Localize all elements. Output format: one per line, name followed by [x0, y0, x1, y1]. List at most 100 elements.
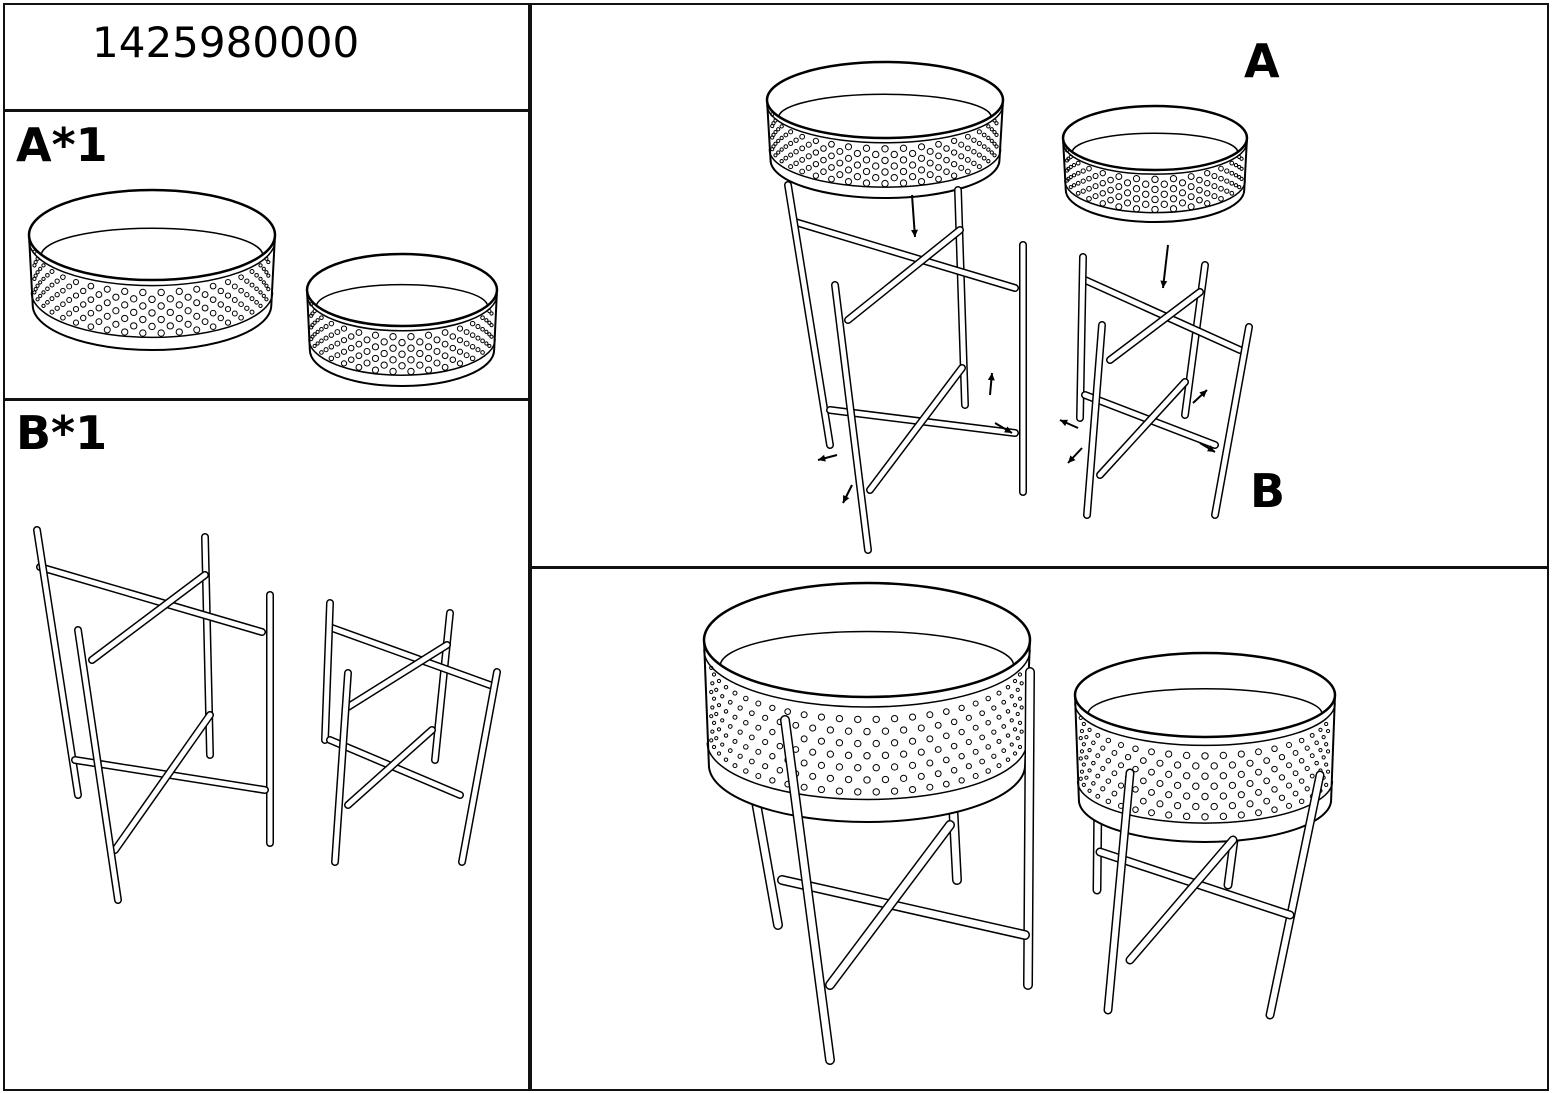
basket-hole — [985, 744, 991, 750]
basket-hole — [424, 354, 433, 363]
basket-hole — [489, 322, 494, 328]
basket-hole — [80, 314, 87, 322]
basket-hole — [826, 774, 835, 782]
basket-hole — [942, 756, 950, 764]
basket-hole — [1079, 769, 1085, 774]
small-stand — [321, 599, 501, 866]
basket-hole — [175, 314, 183, 323]
basket-hole — [934, 746, 942, 753]
basket-hole — [844, 727, 853, 735]
basket-hole — [175, 301, 183, 309]
basket-hole — [1219, 812, 1228, 821]
basket-hole — [942, 780, 950, 788]
basket-hole — [456, 337, 464, 344]
basket-hole — [264, 297, 269, 302]
basket-hole — [449, 333, 457, 340]
basket-hole — [1068, 185, 1073, 190]
basket-hole — [1201, 752, 1209, 760]
basket-hole — [166, 308, 174, 317]
basket-hole — [755, 773, 762, 779]
basket-hole — [328, 344, 335, 350]
basket-hole — [1009, 742, 1014, 747]
basket-hole — [224, 319, 232, 326]
basket-hole — [258, 303, 263, 309]
basket-hole — [315, 341, 320, 346]
basket-hole — [249, 282, 255, 288]
basket-hole — [166, 295, 174, 303]
basket-hole — [1019, 729, 1024, 734]
basket-hole — [1210, 802, 1218, 811]
basket-hole — [433, 347, 441, 355]
basket-hole — [1005, 709, 1011, 714]
basket-hole — [328, 320, 335, 327]
basket-hole — [743, 719, 749, 726]
basket-hole — [1012, 727, 1018, 732]
basket-hole — [49, 296, 55, 302]
basket-hole — [828, 175, 835, 183]
basket-hole — [148, 322, 156, 331]
basket-hole — [776, 138, 781, 143]
basket-hole — [950, 742, 958, 750]
basket-hole — [121, 287, 129, 296]
basket-hole — [991, 753, 997, 759]
basket-hole — [809, 724, 817, 732]
basket-hole — [1318, 727, 1323, 732]
basket-hole — [965, 714, 972, 721]
basket-hole — [209, 309, 217, 317]
basket-hole — [1071, 163, 1077, 168]
part-b-label: B*1 — [16, 406, 108, 460]
basket-hole — [371, 343, 380, 351]
basket-hole — [355, 352, 363, 360]
product-code-panel — [3, 3, 530, 111]
basket-hole — [1182, 812, 1191, 821]
basket-hole — [1210, 762, 1218, 770]
product-code: 1425980000 — [92, 18, 360, 67]
basket-hole — [1111, 770, 1118, 777]
basket-hole — [958, 153, 965, 160]
basket-hole — [958, 728, 965, 736]
basket-hole — [1148, 748, 1155, 756]
basket-hole — [312, 332, 317, 337]
basket-hole — [389, 344, 397, 352]
basket-hole — [1298, 737, 1305, 744]
basket-hole — [66, 310, 73, 317]
basket-hole — [985, 768, 991, 774]
basket-hole — [38, 280, 43, 285]
basket-hole — [41, 276, 46, 281]
basket-hole — [469, 332, 476, 338]
basket-hole — [319, 326, 324, 332]
basket-hole — [487, 309, 492, 314]
basket-hole — [1204, 169, 1211, 177]
basket-hole — [54, 305, 60, 311]
basket-hole — [853, 161, 862, 169]
basket-hole — [238, 301, 244, 308]
basket-hole — [319, 338, 324, 344]
basket-hole — [433, 359, 441, 367]
basket-hole — [1292, 750, 1299, 756]
basket-hole — [1228, 761, 1237, 769]
basket-hole — [103, 312, 111, 320]
basket-hole — [1100, 786, 1106, 792]
basket-hole — [720, 718, 725, 723]
basket-hole — [398, 350, 406, 358]
basket-hole — [890, 162, 898, 170]
basket-hole — [72, 319, 80, 326]
basket-hole — [1105, 778, 1112, 784]
basket-hole — [1309, 753, 1315, 759]
basket-hole — [463, 340, 470, 347]
basket-hole — [788, 140, 794, 146]
basket-hole — [475, 347, 481, 353]
basket-hole — [201, 318, 209, 326]
basket-hole — [175, 287, 183, 296]
basket-hole — [312, 343, 317, 349]
basket-hole — [32, 263, 37, 268]
basket-hole — [1005, 757, 1011, 762]
basket-hole — [209, 282, 217, 290]
basket-hole — [981, 155, 987, 161]
basket-hole — [770, 135, 775, 140]
basket-hole — [976, 164, 982, 170]
basket-hole — [872, 764, 880, 772]
basket-hole — [716, 678, 722, 684]
basket-hole — [441, 329, 449, 336]
basket-hole — [1178, 199, 1187, 207]
